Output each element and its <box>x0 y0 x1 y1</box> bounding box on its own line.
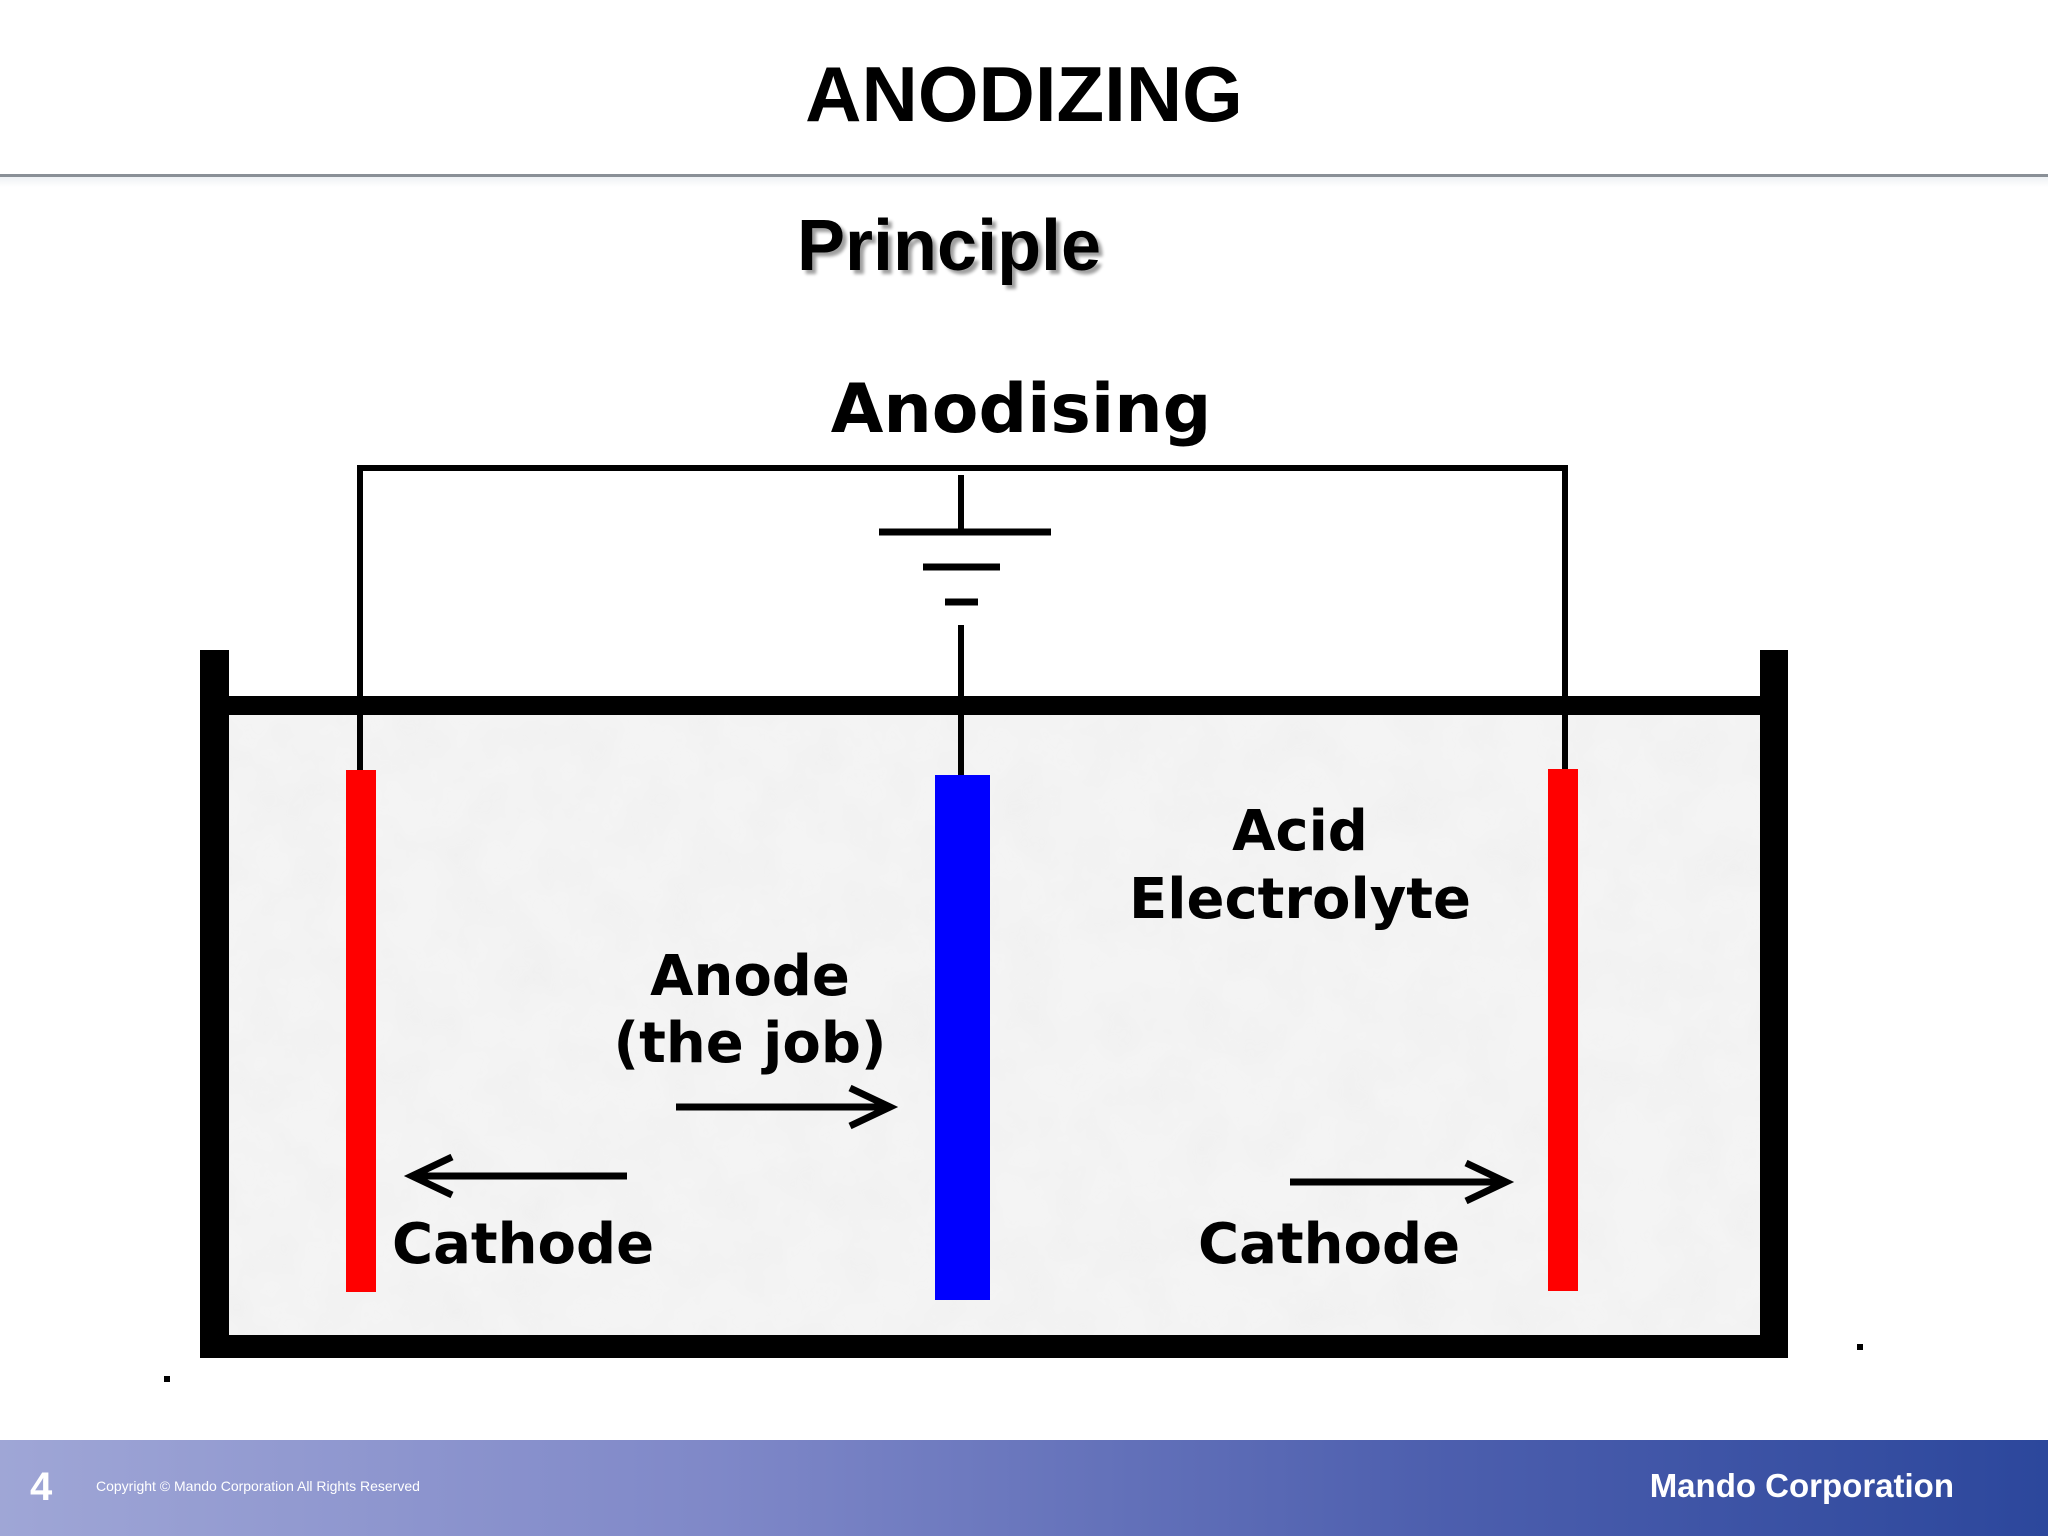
cathode-right <box>1548 769 1578 1291</box>
diagram-heading: Anodising <box>831 370 1212 449</box>
title-divider <box>0 174 2048 177</box>
anode-label-line2: (the job) <box>613 1011 886 1076</box>
electrolyte-label-line2: Electrolyte <box>1129 867 1471 932</box>
arrow-to-cathode-left <box>403 1153 627 1199</box>
cathode-right-label: Cathode <box>1198 1212 1460 1277</box>
electrolyte-fill <box>229 715 1760 1335</box>
footer-bar: 4 Copyright © Mando Corporation All Righ… <box>0 1440 2048 1536</box>
cathode-left <box>346 770 376 1292</box>
tank <box>200 650 1788 1358</box>
stray-dot <box>1857 1344 1863 1350</box>
anode-job <box>935 775 990 1300</box>
slide-title: ANODIZING <box>805 50 1243 138</box>
circuit-wires <box>357 465 1568 776</box>
cathode-left-label: Cathode <box>392 1212 654 1277</box>
brand-name: Mando Corporation <box>1649 1467 1954 1504</box>
title-divider-shade <box>0 177 2048 187</box>
copyright-notice: Copyright © Mando Corporation All Rights… <box>96 1478 420 1494</box>
electrolyte-label-line1: Acid <box>1232 799 1368 864</box>
battery-symbol <box>879 528 1051 606</box>
arrow-to-anode <box>676 1084 899 1130</box>
arrow-to-cathode-right <box>1290 1159 1515 1205</box>
page-number: 4 <box>30 1465 53 1509</box>
anode-label-line1: Anode <box>650 944 850 1009</box>
slide-subtitle: Principle <box>797 206 1102 286</box>
stray-dot <box>164 1376 170 1382</box>
